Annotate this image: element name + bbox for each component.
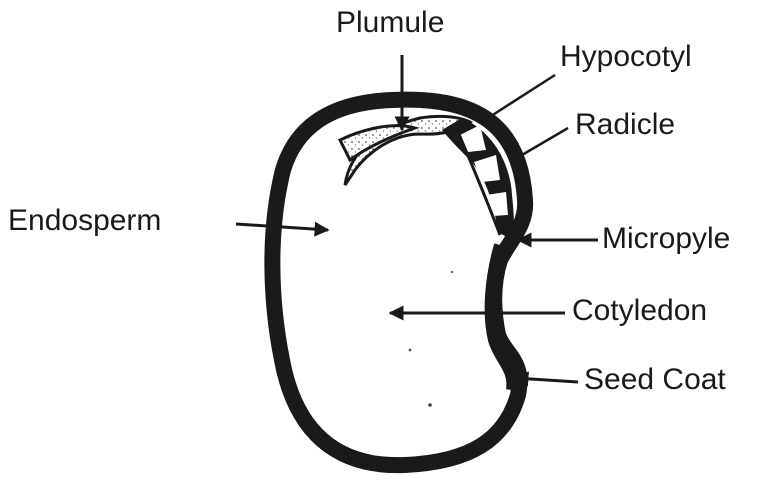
label-hypocotyl: Hypocotyl bbox=[560, 42, 692, 72]
label-plumule: Plumule bbox=[336, 8, 444, 38]
hypocotyl-leader bbox=[488, 75, 555, 118]
label-endosperm: Endosperm bbox=[8, 206, 161, 236]
label-cotyledon: Cotyledon bbox=[572, 296, 707, 326]
label-seed-coat: Seed Coat bbox=[584, 365, 726, 395]
label-micropyle: Micropyle bbox=[602, 224, 730, 254]
label-radicle: Radicle bbox=[575, 110, 675, 140]
